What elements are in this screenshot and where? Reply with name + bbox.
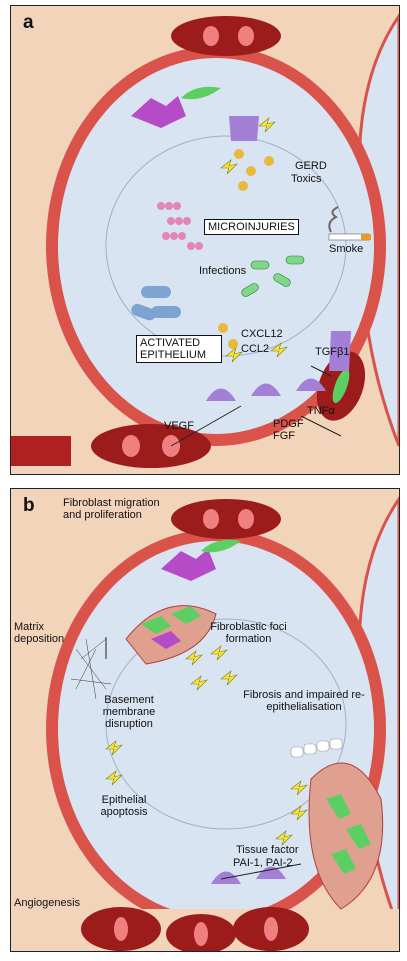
fibroblastic-foci-label: Fibroblastic foci formation	[201, 621, 296, 645]
epithelial-apoptosis-label: Epithelial apoptosis	[89, 794, 159, 818]
angiogenesis-label: Angiogenesis	[14, 897, 80, 909]
pdgf-label: PDGF	[273, 418, 304, 430]
ccl2-label: CCL2	[241, 343, 269, 355]
pai-label: PAI-1, PAI-2	[233, 857, 293, 869]
vegf-label: VEGF	[164, 420, 194, 432]
panel-b-illustration	[11, 489, 399, 951]
tnfa-label: TNFα	[307, 405, 335, 417]
activated-epithelium-label: ACTIVATED EPITHELIUM	[136, 335, 222, 363]
microinjuries-label: MICROINJURIES	[204, 219, 299, 235]
blood-vessel-top	[171, 499, 281, 539]
toxics-label: Toxics	[291, 173, 322, 185]
panel-a: a GERD Toxics MICROINJURIES Smoke Infect…	[10, 5, 400, 475]
panel-a-illustration	[11, 6, 399, 474]
tissue-factor-label: Tissue factor	[236, 844, 299, 856]
fgf-label: FGF	[273, 430, 295, 442]
fibrosis-label: Fibrosis and impaired re-epithelialisati…	[239, 689, 369, 713]
panel-a-letter: a	[23, 12, 34, 34]
blood-vessels-bottom	[11, 907, 399, 951]
blood-vessel-top	[171, 16, 281, 56]
gerd-label: GERD	[295, 160, 327, 172]
matrix-deposition-label: Matrix deposition	[14, 621, 72, 645]
fibroblast-migration-label: Fibroblast migration and proliferation	[63, 497, 163, 521]
panel-b-letter: b	[23, 495, 35, 517]
basement-membrane-label: Basement membrane disruption	[89, 694, 169, 730]
infections-label: Infections	[199, 265, 246, 277]
cxcl12-label: CXCL12	[241, 328, 283, 340]
smoke-label: Smoke	[329, 243, 363, 255]
panel-b: b Fibroblast migration and proliferation…	[10, 488, 400, 952]
tgfb1-label: TGFβ1	[315, 346, 349, 358]
